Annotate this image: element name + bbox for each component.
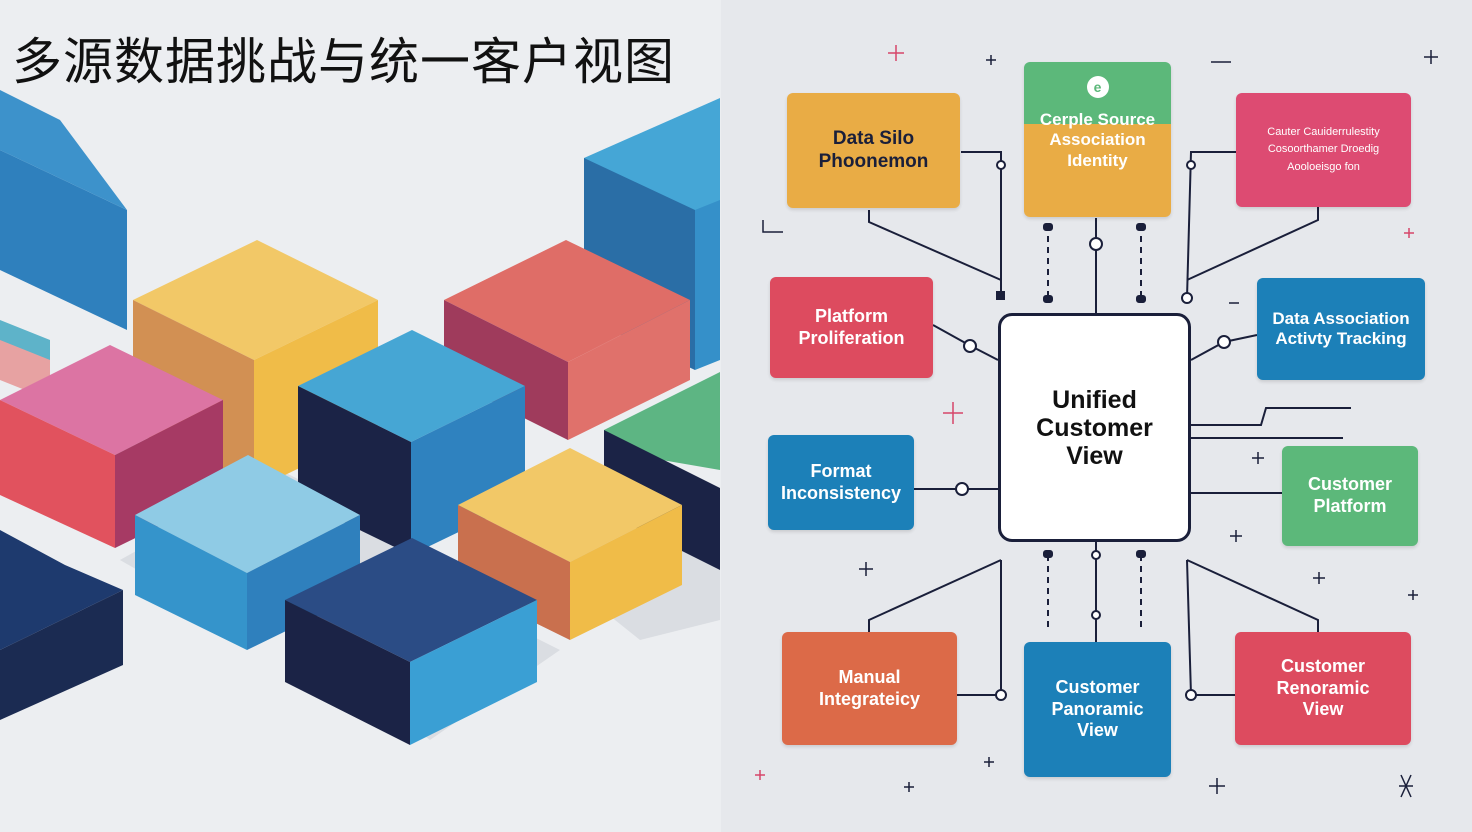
block-lightblue bbox=[135, 455, 360, 650]
node-customer-platform: Customer Platform bbox=[1282, 446, 1418, 546]
connector-causter bbox=[1186, 151, 1236, 299]
node-panoramic: Customer Panoramic View bbox=[1024, 642, 1171, 777]
block-yellow-front bbox=[458, 448, 682, 640]
diagram-panel: Data Silo Phoonemon e Cerple Source Asso… bbox=[721, 0, 1472, 832]
block-red bbox=[444, 240, 690, 440]
node-manual-label: Manual Integrateicy bbox=[818, 666, 921, 709]
page-title: 多源数据挑战与统一客户视图 bbox=[12, 33, 675, 91]
node-cerple-source-icon: e bbox=[1086, 76, 1109, 98]
node-customer-platform-label: Customer Platform bbox=[1307, 474, 1392, 516]
left-illustration-panel: 多源数据挑战与统一客户视图 bbox=[0, 0, 721, 832]
connector-data-silo bbox=[961, 151, 1002, 295]
connector-lines bbox=[755, 45, 1438, 798]
node-customer-renoramic: Customer Renoramic View bbox=[1235, 632, 1411, 745]
connector-customer-renoramic bbox=[1186, 559, 1235, 696]
node-data-silo-label: Data Silo Phoonemon bbox=[818, 127, 929, 172]
isometric-blocks-illustration bbox=[0, 90, 720, 745]
block-pink bbox=[0, 345, 223, 548]
block-navy-left bbox=[0, 530, 123, 720]
node-panoramic-label: Customer Panoramic View bbox=[1051, 677, 1144, 741]
node-cerple-source: e Cerple Source Association Identity bbox=[1024, 62, 1171, 217]
center-hub-unified-customer-view: Unified Customer View bbox=[998, 313, 1191, 542]
node-customer-renoramic-label: Customer Renoramic View bbox=[1276, 656, 1370, 720]
node-manual: Manual Integrateicy bbox=[782, 632, 957, 745]
node-platform: Platform Proliferation bbox=[770, 277, 933, 378]
node-data-association-label: Data Association Activty Tracking bbox=[1272, 308, 1410, 348]
block-blue-left-tall bbox=[0, 90, 127, 330]
node-platform-label: Platform Proliferation bbox=[798, 305, 905, 348]
node-data-association: Data Association Activty Tracking bbox=[1257, 278, 1425, 380]
node-format-label: Format Inconsistency bbox=[780, 460, 902, 503]
node-causter: Cauter Cauiderrulestity Cosoorthamer Dro… bbox=[1236, 93, 1411, 207]
node-causter-label: Cauter Cauiderrulestity Cosoorthamer Dro… bbox=[1267, 125, 1380, 173]
block-navy-front bbox=[285, 538, 537, 745]
connector-manual bbox=[957, 560, 1002, 696]
node-data-silo: Data Silo Phoonemon bbox=[787, 93, 960, 208]
node-cerple-source-label: Cerple Source Association Identity bbox=[1039, 110, 1156, 170]
node-format: Format Inconsistency bbox=[768, 435, 914, 530]
block-blue-center bbox=[298, 330, 525, 555]
center-hub-label: Unified Customer View bbox=[1036, 385, 1153, 470]
